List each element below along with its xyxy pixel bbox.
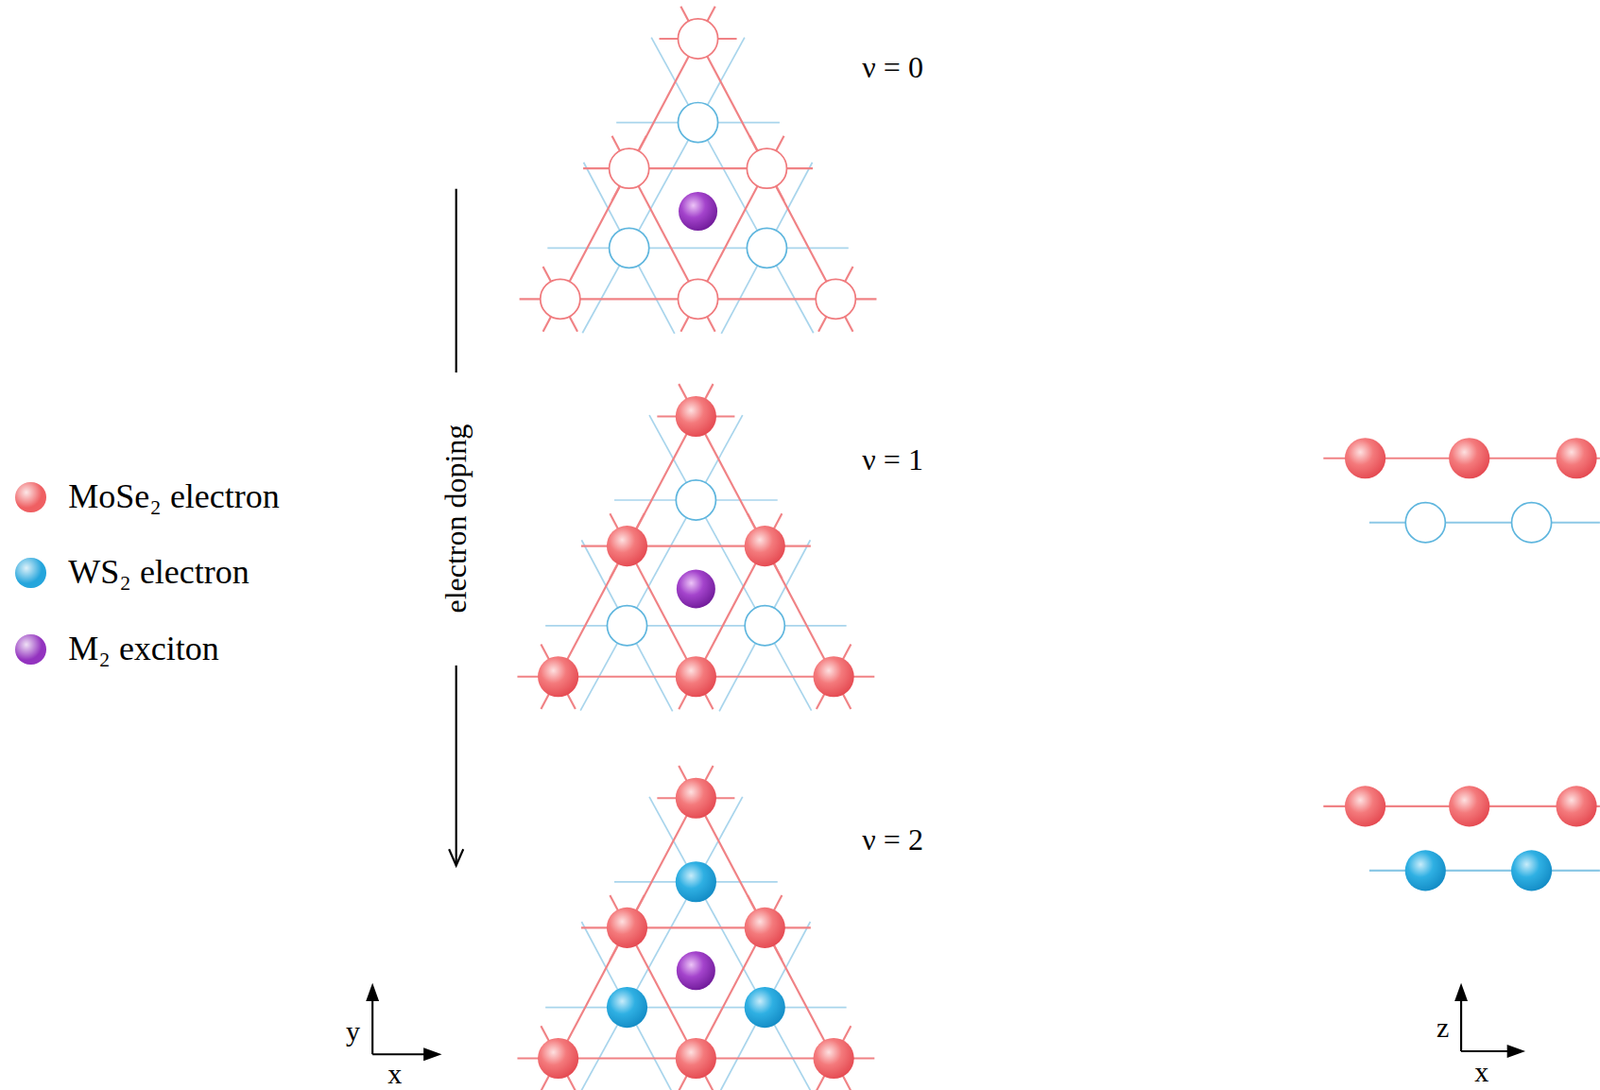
axis-label: x xyxy=(1474,1055,1489,1087)
filling-label: ν = 1 xyxy=(861,443,924,477)
legend-text: MoSe₂ electron xyxy=(68,478,280,517)
filling-label: ν = 2 xyxy=(861,823,924,857)
axis-label: x xyxy=(387,1057,402,1089)
legend-swatch xyxy=(15,557,46,588)
axis-label: y xyxy=(345,1015,361,1047)
filling-label: ν = 0 xyxy=(861,51,924,85)
legend-text: M₂ exciton xyxy=(68,630,220,669)
doping-label: electron doping xyxy=(439,424,473,614)
legend-swatch xyxy=(15,481,46,513)
legend-text: WS₂ electron xyxy=(68,553,249,592)
legend-swatch xyxy=(15,634,46,665)
axis-label: z xyxy=(1436,1011,1449,1043)
